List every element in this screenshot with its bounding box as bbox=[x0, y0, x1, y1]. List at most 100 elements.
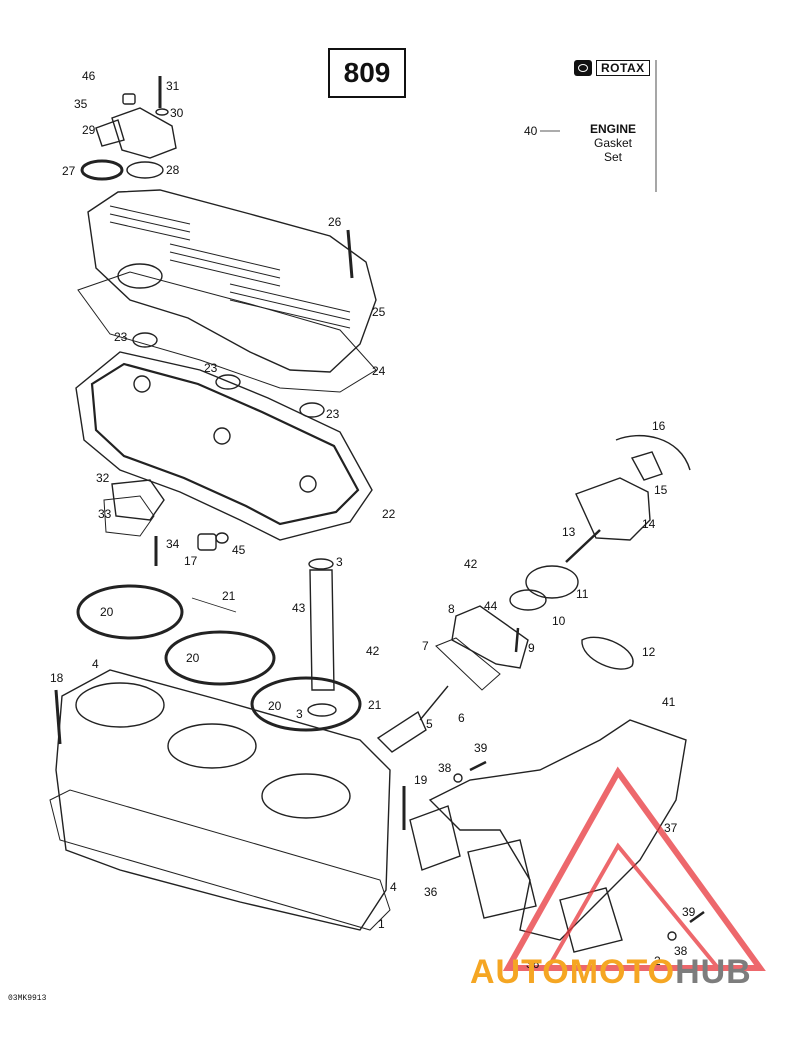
part-callout-38: 38 bbox=[438, 761, 452, 775]
part-callout-7: 7 bbox=[422, 639, 429, 653]
cylinder-bore-3 bbox=[261, 773, 351, 819]
head-gasket-24 bbox=[77, 271, 377, 393]
oring-3-top bbox=[308, 558, 334, 570]
oring-3-bottom bbox=[307, 703, 337, 717]
brand-block: ROTAX bbox=[574, 60, 650, 76]
part-callout-19: 19 bbox=[414, 773, 428, 787]
part-callout-2: 2 bbox=[654, 954, 661, 968]
exhaust-manifold-37 bbox=[428, 719, 687, 941]
nut-35 bbox=[122, 93, 136, 105]
washer-30 bbox=[155, 108, 169, 116]
brand-name: ROTAX bbox=[596, 60, 650, 76]
part-callout-31: 31 bbox=[166, 79, 180, 93]
label-leaders bbox=[191, 60, 657, 613]
head-bolt-26 bbox=[346, 229, 354, 279]
gasket-line-1: ENGINE bbox=[589, 122, 636, 136]
oring-27 bbox=[80, 159, 124, 181]
cover-boss-2 bbox=[213, 427, 231, 445]
rave-housing-14 bbox=[575, 477, 651, 541]
washer-45 bbox=[215, 532, 229, 544]
part-callout-36: 36 bbox=[526, 957, 540, 971]
gasket-20-c bbox=[250, 676, 362, 732]
part-callout-39: 39 bbox=[682, 905, 696, 919]
part-callout-12: 12 bbox=[642, 645, 656, 659]
cap-15 bbox=[630, 451, 663, 481]
part-callout-39: 39 bbox=[474, 741, 488, 755]
part-callout-25: 25 bbox=[372, 305, 386, 319]
spring-13 bbox=[565, 529, 601, 563]
piston-10 bbox=[509, 589, 547, 611]
part-callout-21: 21 bbox=[222, 589, 236, 603]
part-callout-9: 9 bbox=[528, 641, 535, 655]
nut-38-b bbox=[667, 931, 677, 941]
watermark-text: AUTOMOTOHUB bbox=[470, 953, 752, 992]
page-number: 809 bbox=[343, 57, 391, 88]
watermark-triangle bbox=[502, 766, 766, 971]
part-callout-1: 1 bbox=[378, 917, 385, 931]
part-callout-28: 28 bbox=[166, 163, 180, 177]
screw-9 bbox=[514, 627, 520, 653]
head-cooling-fins bbox=[109, 205, 351, 329]
page-number-box: 809 bbox=[328, 48, 406, 98]
part-callout-23: 23 bbox=[204, 361, 218, 375]
part-callout-30: 30 bbox=[170, 106, 184, 120]
coolant-outlet-cap bbox=[111, 107, 177, 159]
oring-23-c bbox=[299, 402, 325, 418]
part-callout-37: 37 bbox=[664, 821, 678, 835]
spring-clip-16 bbox=[615, 434, 691, 471]
part-callout-44: 44 bbox=[484, 599, 498, 613]
valve-blade-5 bbox=[376, 710, 427, 753]
cover-boss-3 bbox=[299, 475, 317, 493]
gasket-20-a bbox=[76, 584, 184, 640]
gasket-33 bbox=[103, 495, 155, 537]
manifold-flange-36-b bbox=[467, 839, 537, 919]
part-callout-20: 20 bbox=[268, 699, 282, 713]
part-callout-8: 8 bbox=[448, 602, 455, 616]
cable-12 bbox=[581, 636, 634, 670]
gasket-line-3: Set bbox=[603, 150, 622, 164]
part-callout-35: 35 bbox=[74, 97, 88, 111]
rod-5 bbox=[419, 685, 449, 721]
gasket-7 bbox=[435, 637, 501, 691]
gasket-set-ref: 40 bbox=[524, 124, 538, 138]
water-jacket-cover bbox=[75, 351, 373, 541]
stud-18 bbox=[54, 689, 62, 745]
drawing-code: 03MK9913 bbox=[8, 994, 47, 1003]
screw-39-a bbox=[469, 760, 487, 772]
part-callout-23: 23 bbox=[114, 330, 128, 344]
cylinder-bore-1 bbox=[75, 682, 165, 728]
oring-28 bbox=[126, 161, 164, 179]
part-callout-27: 27 bbox=[62, 164, 76, 178]
part-callout-26: 26 bbox=[328, 215, 342, 229]
part-callout-17: 17 bbox=[184, 554, 198, 568]
part-callout-36: 36 bbox=[424, 885, 438, 899]
part-callout-22: 22 bbox=[382, 507, 396, 521]
manifold-outlet-flange bbox=[559, 887, 623, 953]
part-callout-13: 13 bbox=[562, 525, 576, 539]
part-callout-29: 29 bbox=[82, 123, 96, 137]
part-callout-24: 24 bbox=[372, 364, 386, 378]
part-callout-32: 32 bbox=[96, 471, 110, 485]
diaphragm-11 bbox=[525, 565, 579, 599]
oring-23-b bbox=[215, 374, 241, 390]
oring-23-a bbox=[132, 332, 158, 348]
part-callout-41: 41 bbox=[662, 695, 676, 709]
part-callout-18: 18 bbox=[50, 671, 64, 685]
part-callout-21: 21 bbox=[368, 698, 382, 712]
part-callout-16: 16 bbox=[652, 419, 666, 433]
part-callout-45: 45 bbox=[232, 543, 246, 557]
gasket-line-2: Gasket bbox=[593, 136, 632, 150]
part-callout-15: 15 bbox=[654, 483, 668, 497]
flange-32 bbox=[111, 479, 165, 521]
rotax-logo-icon bbox=[574, 60, 592, 76]
watermark-part-2: HUB bbox=[675, 953, 752, 991]
cylinder-block bbox=[55, 669, 391, 931]
tube-43 bbox=[309, 569, 335, 691]
part-callout-3: 3 bbox=[296, 707, 303, 721]
part-callout-20: 20 bbox=[186, 651, 200, 665]
watermark-part-1: AUTOMOTO bbox=[470, 953, 676, 991]
gasket-set-note: ENGINE Gasket Set bbox=[582, 122, 644, 164]
